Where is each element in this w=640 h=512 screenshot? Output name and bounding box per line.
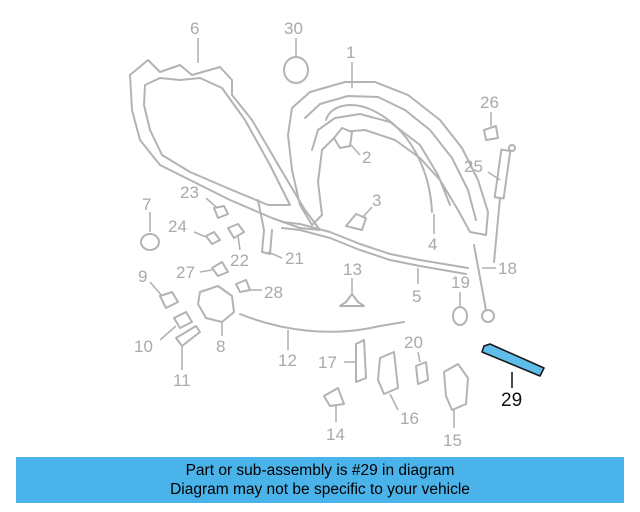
part-24-nut [205, 231, 221, 245]
callout-8: 8 [216, 337, 225, 356]
callout-20: 20 [404, 333, 423, 352]
part-16-striker [377, 351, 399, 395]
part-25-hood-strut [493, 144, 516, 263]
callout-13: 13 [343, 260, 362, 279]
part-3-clip [345, 213, 367, 231]
callout-28: 28 [264, 283, 283, 302]
callout-23: 23 [180, 183, 199, 202]
part-18-prop-rod [473, 244, 495, 323]
callout-25: 25 [464, 157, 483, 176]
callout-10: 10 [134, 337, 153, 356]
part-8-latch [197, 285, 235, 323]
callout-29: 29 [501, 390, 522, 411]
parts-diagram: 6 30 1 2 3 4 5 26 25 18 19 [129, 19, 545, 450]
part-22-bolt [227, 223, 245, 239]
part-10-bolt [173, 311, 193, 329]
part-19-grommet [452, 306, 468, 326]
callout-30: 30 [284, 19, 303, 38]
callout-17: 17 [318, 353, 337, 372]
part-2-clip [333, 127, 353, 149]
callout-5: 5 [412, 287, 421, 306]
part-7-bumper [140, 233, 160, 251]
callout-1: 1 [346, 43, 355, 62]
callout-22: 22 [230, 251, 249, 270]
part-20-clip [415, 361, 429, 385]
part-21-cable [257, 199, 273, 255]
callout-11: 11 [173, 371, 191, 390]
part-27-clip [211, 261, 229, 277]
banner-line-part-reference: Part or sub-assembly is #29 in diagram [185, 462, 455, 479]
part-23-bolt [213, 205, 229, 219]
callout-14: 14 [326, 425, 345, 444]
callout-16: 16 [400, 409, 419, 428]
callout-24: 24 [168, 217, 187, 236]
callout-4: 4 [428, 235, 437, 254]
callout-19: 19 [451, 273, 470, 292]
part-28-bushing [235, 279, 251, 293]
callout-3: 3 [372, 191, 381, 210]
callout-7: 7 [142, 195, 151, 214]
callout-18: 18 [498, 259, 517, 278]
banner-line-disclaimer: Diagram may not be specific to your vehi… [170, 481, 470, 498]
part-13-fastener [339, 293, 365, 307]
part-14-bracket [323, 387, 345, 407]
part-5-seal [281, 221, 469, 269]
callout-9: 9 [138, 267, 147, 286]
part-4-weatherstrip [325, 104, 433, 213]
callout-15: 15 [443, 431, 462, 450]
part-17-bracket [355, 339, 367, 383]
callout-27: 27 [176, 263, 195, 282]
part-12-release-cable [239, 313, 405, 333]
part-26-ball-stud [483, 125, 499, 141]
part-9-bolt [159, 291, 179, 309]
callout-26: 26 [480, 93, 499, 112]
part-1-hood-panel [287, 81, 489, 236]
callout-2: 2 [362, 148, 371, 167]
part-29-seal-highlighted [481, 343, 545, 377]
callout-12: 12 [278, 351, 297, 370]
part-info-banner: Part or sub-assembly is #29 in diagram D… [16, 457, 624, 503]
callout-21: 21 [285, 249, 304, 268]
callout-6: 6 [190, 19, 199, 38]
part-30-cap [283, 56, 309, 84]
part-6-hood-insulator [129, 59, 321, 231]
part-15-bracket [443, 363, 469, 411]
part-11-handle [175, 325, 201, 347]
